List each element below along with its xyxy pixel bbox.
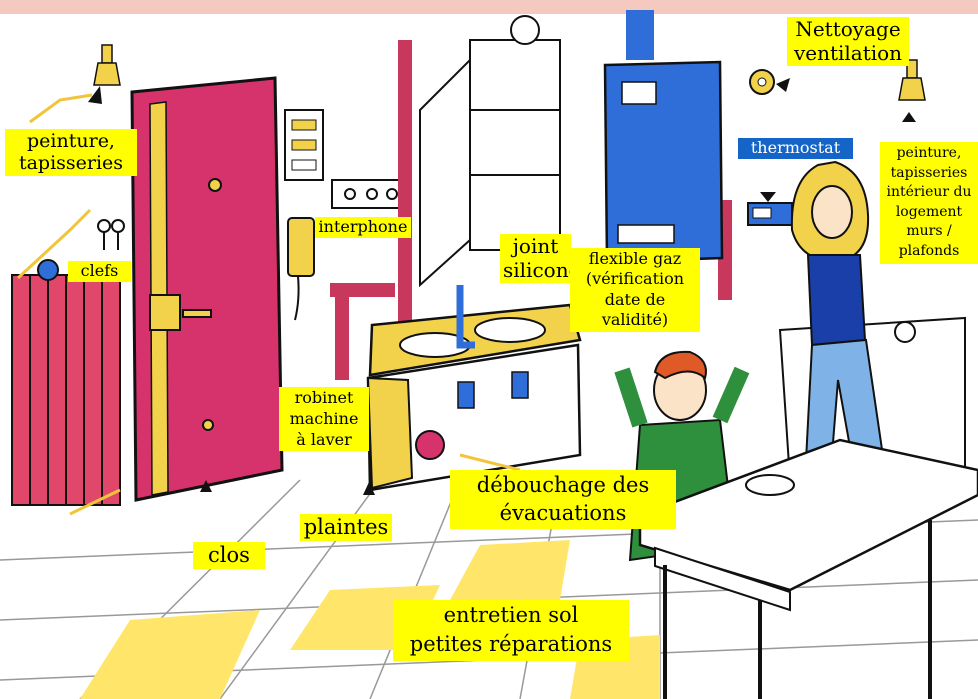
fan-icon — [750, 70, 774, 94]
label-joint-silicone: joint silicone — [500, 234, 571, 283]
front-door — [132, 78, 282, 500]
label-thermostat: thermostat — [738, 138, 853, 159]
label-clefs: clefs — [68, 261, 131, 282]
label-clos: clos — [193, 542, 265, 569]
label-peinture-right: peinture, tapisseries intérieur du logem… — [880, 142, 978, 264]
thermostat-device — [748, 203, 792, 225]
label-entretien: entretien sol petites réparations — [393, 600, 629, 661]
boiler — [605, 62, 722, 262]
label-robinet: robinet machine à laver — [279, 387, 369, 451]
label-plaintes: plaintes — [300, 514, 392, 541]
radiator — [12, 260, 120, 505]
label-peinture-left: peinture, tapisseries — [5, 129, 137, 176]
label-flexible-gaz: flexible gaz (vérification date de valid… — [570, 248, 700, 332]
label-nettoyage-ventilation: Nettoyage ventilation — [787, 17, 909, 66]
label-debouchage: débouchage des évacuations — [450, 470, 676, 529]
label-interphone: interphone — [315, 217, 411, 238]
top-band — [0, 0, 978, 14]
